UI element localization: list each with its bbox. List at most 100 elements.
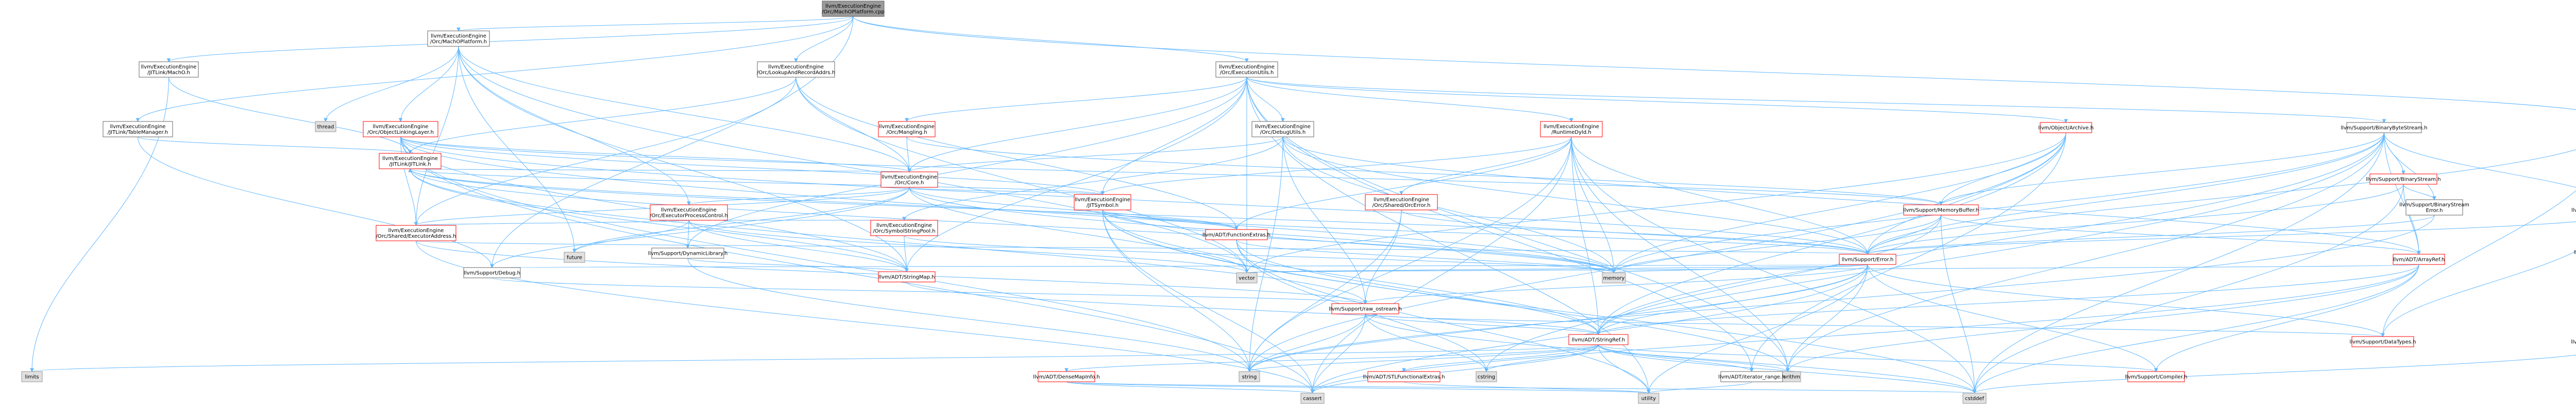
edge-arrowhead — [1310, 390, 1315, 394]
node-executorprocesscontrol[interactable]: llvm/ExecutionEngine/Orc/ExecutorProcess… — [650, 204, 728, 221]
node-symbolstringpool[interactable]: llvm/ExecutionEngine/Orc/SymbolStringPoo… — [870, 220, 938, 236]
node-stringmap[interactable]: llvm/ADT/StringMap.h — [878, 271, 936, 283]
node-object_archive[interactable]: llvm/Object/Archive.h — [2038, 122, 2094, 133]
node-memorybuffer[interactable]: llvm/Support/MemoryBuffer.h — [1903, 204, 1979, 216]
edge-line — [410, 168, 1103, 195]
edge-executionutils-to-binarybytestream — [1246, 77, 2386, 123]
edge-line — [410, 168, 1868, 255]
node-root[interactable]: llvm/ExecutionEngine/Orc/MachOPlatform.c… — [822, 1, 885, 17]
edge-arrowhead — [1786, 368, 1790, 373]
node-stringref[interactable]: llvm/ADT/StringRef.h — [1568, 334, 1629, 345]
node-dynamiclibrary[interactable]: llvm/Support/DynamicLibrary.h — [648, 248, 728, 259]
edge-runtimedyld-to-support_error — [1571, 136, 1870, 255]
node-label: llvm/ExecutionEngine — [882, 174, 937, 180]
edge-line — [688, 187, 910, 205]
node-swapbyteorder[interactable]: llvm/Support/SwapByteOrder.h — [2571, 337, 2576, 347]
edge-arrowhead — [1972, 390, 1977, 394]
node-lookupandrecord[interactable]: llvm/ExecutionEngine/Orc/LookupAndRecord… — [757, 61, 835, 78]
node-executionutils[interactable]: llvm/ExecutionEngine/Orc/ExecutionUtils.… — [1215, 61, 1278, 78]
node-label: limits — [25, 375, 39, 380]
node-label: /Orc/LookupAndRecordAddrs.h — [757, 70, 835, 76]
edge-line — [1867, 215, 2435, 255]
node-fileoutputbuffer[interactable]: llvm/Support/FileOutputBuffer.h — [2571, 205, 2576, 215]
node-functionextras[interactable]: llvm/ADT/FunctionExtras.h — [1202, 229, 1270, 240]
edge-line — [1365, 313, 1599, 335]
edge-line — [1614, 132, 2384, 273]
edge-line — [1066, 344, 1599, 372]
node-objlinklayer[interactable]: llvm/ExecutionEngine/Orc/ObjectLinkingLa… — [363, 121, 438, 137]
edge-line — [1246, 77, 2066, 123]
node-utility[interactable]: utility — [1638, 393, 1659, 404]
node-shared_executoraddress[interactable]: llvm/ExecutionEngine/Orc/Shared/Executor… — [376, 225, 456, 241]
node-label: algorithm — [1775, 375, 1800, 380]
node-orc_core[interactable]: llvm/ExecutionEngine/Orc/Core.h — [880, 171, 938, 188]
edge-root-to-jitlink_macho — [166, 16, 854, 63]
node-machoplatform_h[interactable]: llvm/ExecutionEngine/Orc/MachOPlatform.h — [427, 30, 490, 47]
edge-arrowhead — [1100, 191, 1105, 196]
node-memory[interactable]: memory — [1602, 272, 1626, 284]
node-thread[interactable]: thread — [315, 121, 336, 132]
edge-line — [1403, 344, 1599, 372]
edge-object_archive-to-memory — [1612, 132, 2066, 274]
node-box — [1476, 371, 1497, 382]
node-orc_debugutils[interactable]: llvm/ExecutionEngine/Orc/DebugUtils.h — [1251, 121, 1314, 137]
edge-line — [400, 136, 1313, 394]
node-runtimedyld[interactable]: llvm/ExecutionEngine/RuntimeDyld.h — [1540, 121, 1603, 137]
node-jitlink_jitlink[interactable]: llvm/ExecutionEngine/JITLink/JITLink.h — [379, 153, 442, 169]
node-compiler[interactable]: llvm/Support/Compiler.h — [2125, 371, 2188, 382]
edge-jitlink_macho-to-jitlink_jitlink — [168, 77, 412, 154]
edge-line — [1312, 313, 1366, 394]
node-densemapinfo[interactable]: llvm/ADT/DenseMapInfo.h — [1033, 371, 1100, 382]
node-box — [103, 121, 173, 137]
edge-line — [1249, 136, 1283, 372]
edge-line — [904, 136, 1283, 221]
node-support_error[interactable]: llvm/Support/Error.h — [1839, 254, 1896, 265]
edge-orc_core-to-jitlink_jitlink — [408, 168, 910, 172]
node-string[interactable]: string — [1239, 371, 1260, 382]
node-box — [564, 252, 585, 263]
edge-arrayref-to-compiler — [2154, 264, 2419, 373]
node-label: llvm/ExecutionEngine — [879, 124, 935, 130]
edge-line — [2382, 190, 2576, 337]
node-datatypes[interactable]: llvm/Support/DataTypes.h — [2349, 336, 2416, 347]
node-support_debug[interactable]: llvm/Support/Debug.h — [463, 267, 521, 278]
edge-dynamiclibrary-to-stringmap — [687, 258, 909, 273]
node-vector[interactable]: vector — [1236, 272, 1258, 284]
node-binaryformat_macho_def[interactable]: llvm/BinaryFormat/MachO.def — [2574, 247, 2576, 257]
node-orc_mangling[interactable]: llvm/ExecutionEngine/Orc/Mangling.h — [878, 121, 936, 137]
node-cstring[interactable]: cstring — [1476, 371, 1497, 382]
node-arrayref[interactable]: llvm/ADT/ArrayRef.h — [2393, 254, 2445, 265]
edge-root-to-lookupandrecord — [794, 16, 854, 63]
edge-machoplatform_h-to-objlinklayer — [398, 46, 459, 122]
node-binarybytestream[interactable]: llvm/Support/BinaryByteStream.h — [2341, 122, 2428, 133]
node-cassert[interactable]: cassert — [1300, 393, 1325, 404]
node-jitlink_table[interactable]: llvm/ExecutionEngine/JITLink/TableManage… — [103, 121, 173, 137]
node-box — [1074, 194, 1131, 210]
edge-lookupandrecord-to-jitlink_jitlink — [408, 77, 796, 154]
node-box — [1331, 303, 1399, 314]
node-cstddef[interactable]: cstddef — [1962, 393, 1987, 404]
node-future[interactable]: future — [564, 252, 585, 263]
node-jitsymbol[interactable]: llvm/ExecutionEngine/JITSymbol.h — [1074, 194, 1131, 210]
node-binarystream[interactable]: llvm/Support/BinaryStream.h — [2366, 173, 2441, 185]
node-limits[interactable]: limits — [21, 371, 43, 382]
edge-line — [853, 16, 2576, 110]
node-box — [21, 371, 43, 382]
edge-line — [574, 187, 910, 253]
edge-line — [1102, 209, 1313, 394]
edge-executionutils-to-runtimedyld — [1246, 77, 1573, 122]
node-box — [1236, 272, 1258, 284]
node-stlfunctionalextras[interactable]: llvm/ADT/STLFunctionalExtras.h — [1363, 371, 1445, 382]
edge-arrowhead — [1402, 368, 1406, 373]
edge-stringref-to-cstring — [1484, 344, 1599, 373]
node-jitlink_macho[interactable]: llvm/ExecutionEngine/JITLink/MachO.h — [139, 61, 199, 78]
edge-line — [909, 187, 1237, 230]
edge-line — [1401, 136, 1572, 195]
node-iterator_range[interactable]: llvm/ADT/iterator_range.h — [1718, 371, 1785, 382]
edge-root-to-machoplatform_h — [456, 16, 854, 32]
node-raw_ostream[interactable]: llvm/Support/raw_ostream.h — [1329, 303, 1402, 314]
node-label: llvm/BinaryFormat/MachO.def — [2574, 250, 2576, 256]
edge-arrowhead — [687, 201, 691, 206]
node-shared_orcrtbridge[interactable]: llvm/ExecutionEngine/Orc/Shared/OrcError… — [1365, 194, 1438, 210]
